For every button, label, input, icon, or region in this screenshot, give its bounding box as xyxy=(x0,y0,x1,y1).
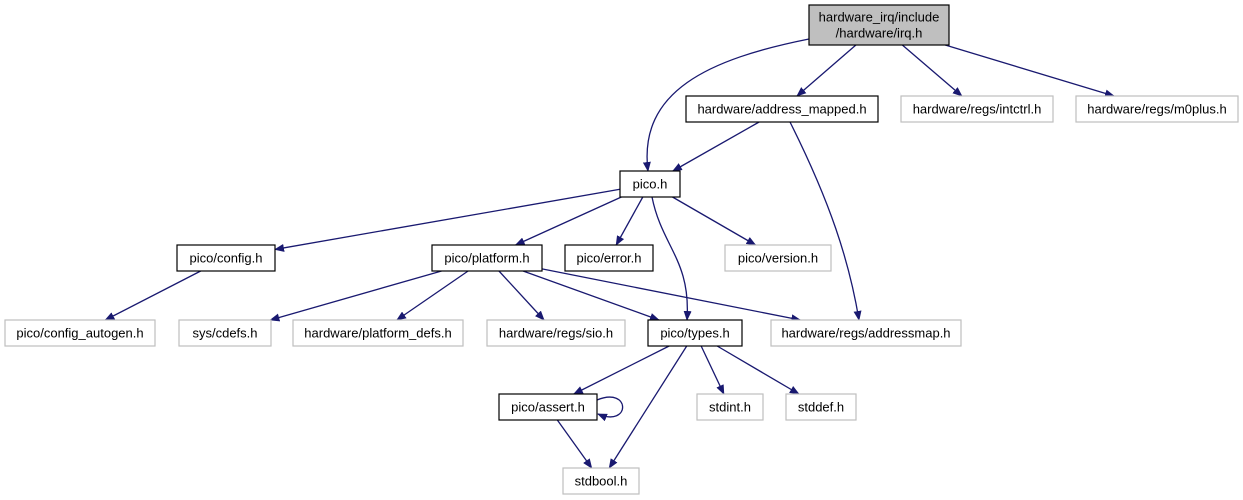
node-box-version xyxy=(724,244,832,272)
edge-types-to-stdbool xyxy=(608,345,688,469)
node-addressmap: hardware/regs/addressmap.h xyxy=(770,319,962,347)
node-box-stdbool xyxy=(562,467,640,495)
node-box-m0plus xyxy=(1075,95,1239,123)
node-config_autogen: pico/config_autogen.h xyxy=(4,319,156,347)
nodes-layer: hardware_irq/include/hardware/irq.hhardw… xyxy=(4,4,1239,495)
edge-platform-to-sio xyxy=(498,270,545,321)
node-label-assert: pico/assert.h xyxy=(511,400,585,415)
node-sio: hardware/regs/sio.h xyxy=(486,319,626,347)
edge-types-to-stdint xyxy=(700,345,725,395)
node-label-sio: hardware/regs/sio.h xyxy=(499,326,613,341)
node-label-stddef: stddef.h xyxy=(798,400,844,415)
edges-layer xyxy=(104,38,1115,469)
node-m0plus: hardware/regs/m0plus.h xyxy=(1075,95,1239,123)
node-pico[interactable]: pico.h xyxy=(619,170,681,198)
node-stdbool: stdbool.h xyxy=(562,467,640,495)
edge-pico-to-error xyxy=(615,196,644,246)
node-box-platform_defs xyxy=(292,319,464,347)
node-config[interactable]: pico/config.h xyxy=(176,244,276,272)
node-stdint: stdint.h xyxy=(696,393,764,421)
node-box-platform xyxy=(431,244,543,272)
edge-pico-to-platform xyxy=(514,196,622,246)
node-label-error: pico/error.h xyxy=(576,251,641,266)
node-box-irq xyxy=(808,4,950,46)
edge-pico-to-types xyxy=(651,196,692,321)
node-label-addressmap: hardware/regs/addressmap.h xyxy=(781,326,950,341)
node-irq[interactable]: hardware_irq/include/hardware/irq.h xyxy=(808,4,950,46)
node-intctrl: hardware/regs/intctrl.h xyxy=(900,95,1054,123)
node-box-addressmap xyxy=(770,319,962,347)
node-label-types: pico/types.h xyxy=(660,326,729,341)
node-label-platform_defs: hardware/platform_defs.h xyxy=(304,326,451,341)
edge-platform-to-types xyxy=(522,270,660,321)
edge-irq-to-intctrl xyxy=(901,44,963,97)
node-label-platform: pico/platform.h xyxy=(444,251,529,266)
edge-config-to-config_autogen xyxy=(104,270,201,321)
node-label-m0plus: hardware/regs/m0plus.h xyxy=(1087,102,1226,117)
node-stddef: stddef.h xyxy=(785,393,857,421)
node-label-cdefs: sys/cdefs.h xyxy=(192,326,257,341)
node-box-stddef xyxy=(785,393,857,421)
node-box-assert xyxy=(498,393,598,421)
node-label-stdbool: stdbool.h xyxy=(575,474,628,489)
node-cdefs: sys/cdefs.h xyxy=(178,319,272,347)
node-assert[interactable]: pico/assert.h xyxy=(498,393,598,421)
edge-pico-to-config xyxy=(274,188,621,252)
node-error[interactable]: pico/error.h xyxy=(564,244,654,272)
node-platform[interactable]: pico/platform.h xyxy=(431,244,543,272)
edge-address_mapped-to-pico xyxy=(672,121,760,172)
edge-assert-to-assert xyxy=(596,396,624,422)
node-box-config_autogen xyxy=(4,319,156,347)
edge-types-to-assert xyxy=(572,345,670,395)
node-box-stdint xyxy=(696,393,764,421)
node-box-cdefs xyxy=(178,319,272,347)
edge-assert-to-stdbool xyxy=(556,419,593,469)
node-label-intctrl: hardware/regs/intctrl.h xyxy=(913,102,1042,117)
node-label-pico: pico.h xyxy=(633,177,668,192)
node-types[interactable]: pico/types.h xyxy=(647,319,743,347)
node-box-intctrl xyxy=(900,95,1054,123)
edge-pico-to-version xyxy=(672,196,757,246)
node-box-types xyxy=(647,319,743,347)
node-box-sio xyxy=(486,319,626,347)
edge-irq-to-m0plus xyxy=(945,44,1115,98)
node-label-config: pico/config.h xyxy=(190,251,263,266)
edge-platform-to-platform_defs xyxy=(396,270,469,321)
edge-address_mapped-to-addressmap xyxy=(789,121,862,321)
node-label-irq-0: hardware_irq/include xyxy=(819,10,940,25)
edge-platform-to-cdefs xyxy=(269,270,442,322)
edge-platform-to-addressmap xyxy=(541,268,802,323)
node-platform_defs: hardware/platform_defs.h xyxy=(292,319,464,347)
node-box-address_mapped xyxy=(685,95,879,123)
node-box-config xyxy=(176,244,276,272)
edge-irq-to-address_mapped xyxy=(796,44,857,97)
edge-irq-to-pico xyxy=(642,38,810,172)
node-label-address_mapped: hardware/address_mapped.h xyxy=(697,102,866,117)
node-label-version: pico/version.h xyxy=(738,251,818,266)
edge-types-to-stddef xyxy=(716,345,800,395)
node-version: pico/version.h xyxy=(724,244,832,272)
node-label-stdint: stdint.h xyxy=(709,400,751,415)
node-label-irq-1: /hardware/irq.h xyxy=(836,26,923,41)
node-box-error xyxy=(564,244,654,272)
node-box-pico xyxy=(619,170,681,198)
node-address_mapped[interactable]: hardware/address_mapped.h xyxy=(685,95,879,123)
node-label-config_autogen: pico/config_autogen.h xyxy=(16,326,143,341)
